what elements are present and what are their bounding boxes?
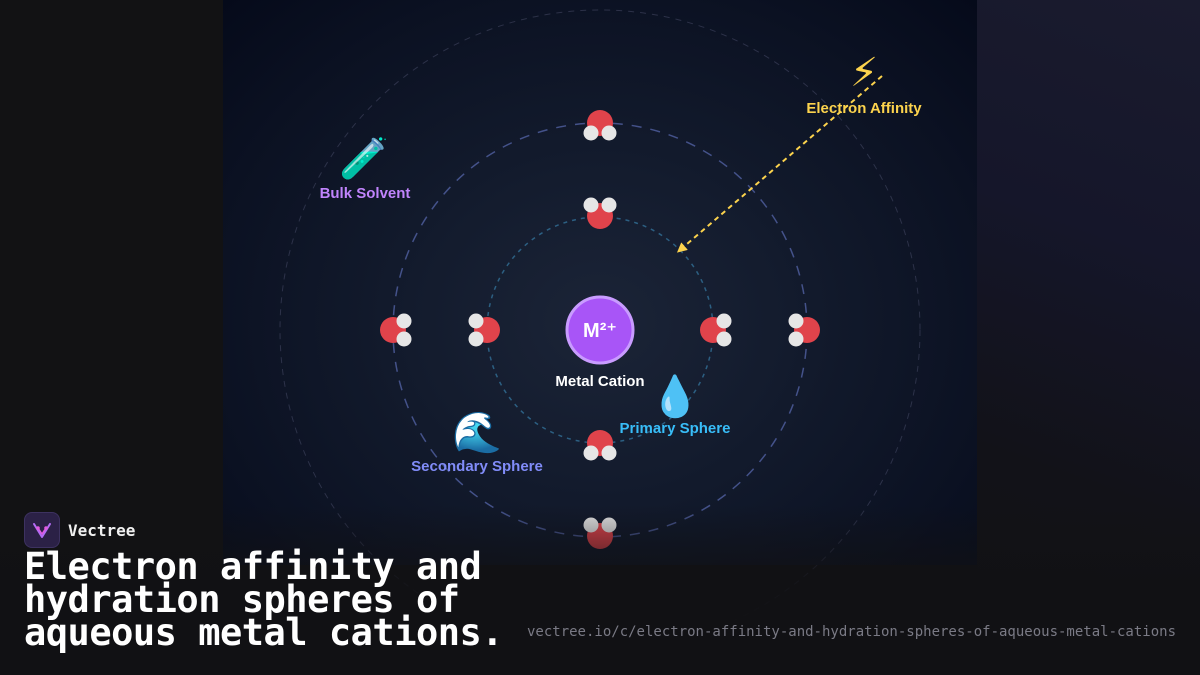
brand[interactable]: Vectree — [24, 512, 135, 548]
metal-cation — [565, 295, 635, 365]
metal-cation-label: Metal Cation — [555, 373, 644, 390]
primary-sphere-label: Primary Sphere — [620, 420, 731, 437]
test-tube-icon: 🧪 — [339, 136, 389, 182]
droplet-icon: 💧 — [650, 373, 700, 420]
water-molecule — [583, 430, 617, 461]
water-molecule — [700, 313, 732, 347]
diagram-stage — [223, 0, 977, 565]
electron-affinity-label: Electron Affinity — [806, 100, 922, 117]
bottom-fade — [0, 505, 1200, 675]
vectree-logo-icon — [24, 512, 60, 548]
bulk-solvent-ring — [279, 9, 921, 651]
water-molecule — [583, 197, 617, 229]
water-molecule — [468, 313, 500, 347]
bulk-solvent-label: Bulk Solvent — [320, 185, 411, 202]
water-molecule — [583, 110, 617, 141]
secondary-sphere-label: Secondary Sphere — [411, 458, 543, 475]
cation-symbol: M²⁺ — [583, 320, 617, 342]
water-molecule — [788, 313, 820, 347]
lightning-icon: ⚡ — [850, 50, 878, 96]
brand-name: Vectree — [68, 520, 136, 540]
water-molecule — [380, 313, 412, 347]
page-title: Electron affinity and hydration spheres … — [24, 545, 504, 654]
wave-icon: 🌊 — [452, 409, 502, 456]
source-url[interactable]: vectree.io/c/electron-affinity-and-hydra… — [526, 624, 1176, 640]
